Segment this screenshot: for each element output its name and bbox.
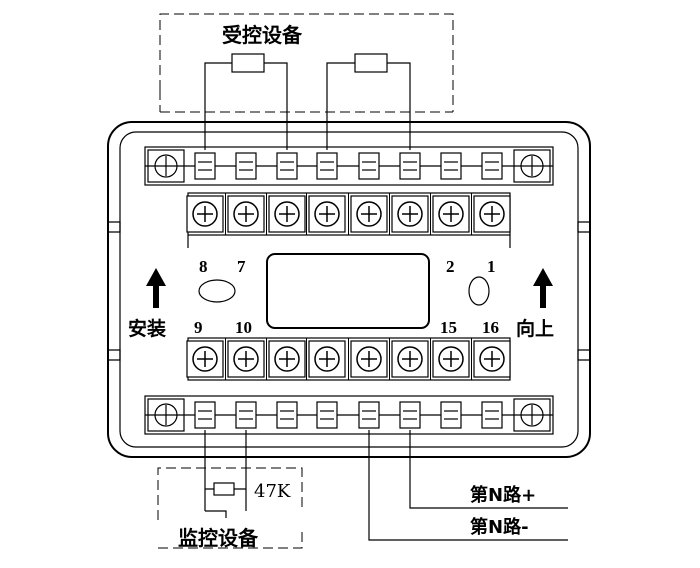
top-terminal-clips [194, 152, 503, 180]
controlled-component-left [231, 53, 265, 73]
bottom-screw-8 [471, 338, 511, 380]
bottom-screw-2 [225, 338, 265, 380]
wire-d [387, 62, 411, 150]
terminal-number-9: 9 [194, 318, 203, 337]
top-screw-3 [266, 193, 306, 235]
terminal-number-8: 8 [199, 257, 208, 276]
bottom-screw-4 [306, 338, 346, 380]
line-plus-label: 第N路+ [470, 484, 536, 506]
top-clip-6 [399, 152, 421, 180]
bottom-screw-7 [430, 338, 470, 380]
bottom-screw-block [186, 337, 511, 381]
top-screw-8 [471, 193, 511, 235]
top-clip-2 [235, 152, 257, 180]
terminal-number-7: 7 [237, 257, 246, 276]
mount-hole-left [198, 279, 236, 303]
top-screw-5 [348, 193, 388, 235]
terminal-number-16: 16 [482, 318, 499, 337]
top-clip-4 [316, 152, 338, 180]
bottom-clip-4 [316, 401, 338, 429]
bottom-clip-7 [440, 401, 462, 429]
controlled-component-right [354, 53, 388, 73]
up-arrow-left-icon [146, 268, 166, 308]
bottom-clip-6 [399, 401, 421, 429]
bottom-screw-6 [389, 338, 429, 380]
terminal-housing [107, 121, 591, 458]
monitor-device-label: 监控设备 [178, 526, 259, 550]
top-screw-6 [389, 193, 429, 235]
bottom-screw-1 [186, 340, 224, 378]
wire-a [204, 62, 232, 150]
top-clip-8 [481, 152, 503, 180]
top-clip-7 [440, 152, 462, 180]
wire-b [264, 62, 288, 150]
line-minus-wire [368, 430, 568, 541]
install-label: 安装 [128, 317, 166, 340]
bottom-screw-3 [266, 338, 306, 380]
bottom-clip-1 [194, 401, 216, 429]
controlled-device-box [159, 13, 454, 112]
resistor-symbol [213, 482, 235, 496]
terminal-number-15: 15 [440, 318, 457, 337]
bottom-clip-8 [481, 401, 503, 429]
line-plus-wire [409, 430, 568, 509]
terminal-number-2: 2 [446, 257, 455, 276]
top-screw-block [186, 192, 511, 248]
top-clip-5 [358, 152, 380, 180]
mount-hole-right [468, 276, 490, 306]
controlled-device-label: 受控设备 [222, 23, 303, 47]
bottom-screw-5 [348, 338, 388, 380]
wire-c [326, 62, 355, 150]
resistor-label: 47K [254, 481, 291, 502]
monitor-device-box [157, 467, 303, 549]
monitor-switch-lead [205, 510, 227, 518]
bottom-clip-5 [358, 401, 380, 429]
bottom-clip-3 [276, 401, 298, 429]
top-screw-2 [225, 193, 265, 235]
top-clip-3 [276, 152, 298, 180]
center-window [266, 253, 430, 329]
top-clip-1 [194, 152, 216, 180]
upward-label: 向上 [516, 317, 554, 340]
top-screw-7 [430, 193, 470, 235]
bottom-clip-2 [235, 401, 257, 429]
terminal-number-1: 1 [487, 257, 496, 276]
top-screw-4 [306, 193, 346, 235]
terminal-number-10: 10 [235, 318, 252, 337]
top-screw-1 [186, 195, 224, 233]
bottom-terminal-clips [194, 401, 503, 429]
up-arrow-right-icon [533, 268, 553, 308]
line-minus-label: 第N路- [470, 516, 529, 538]
